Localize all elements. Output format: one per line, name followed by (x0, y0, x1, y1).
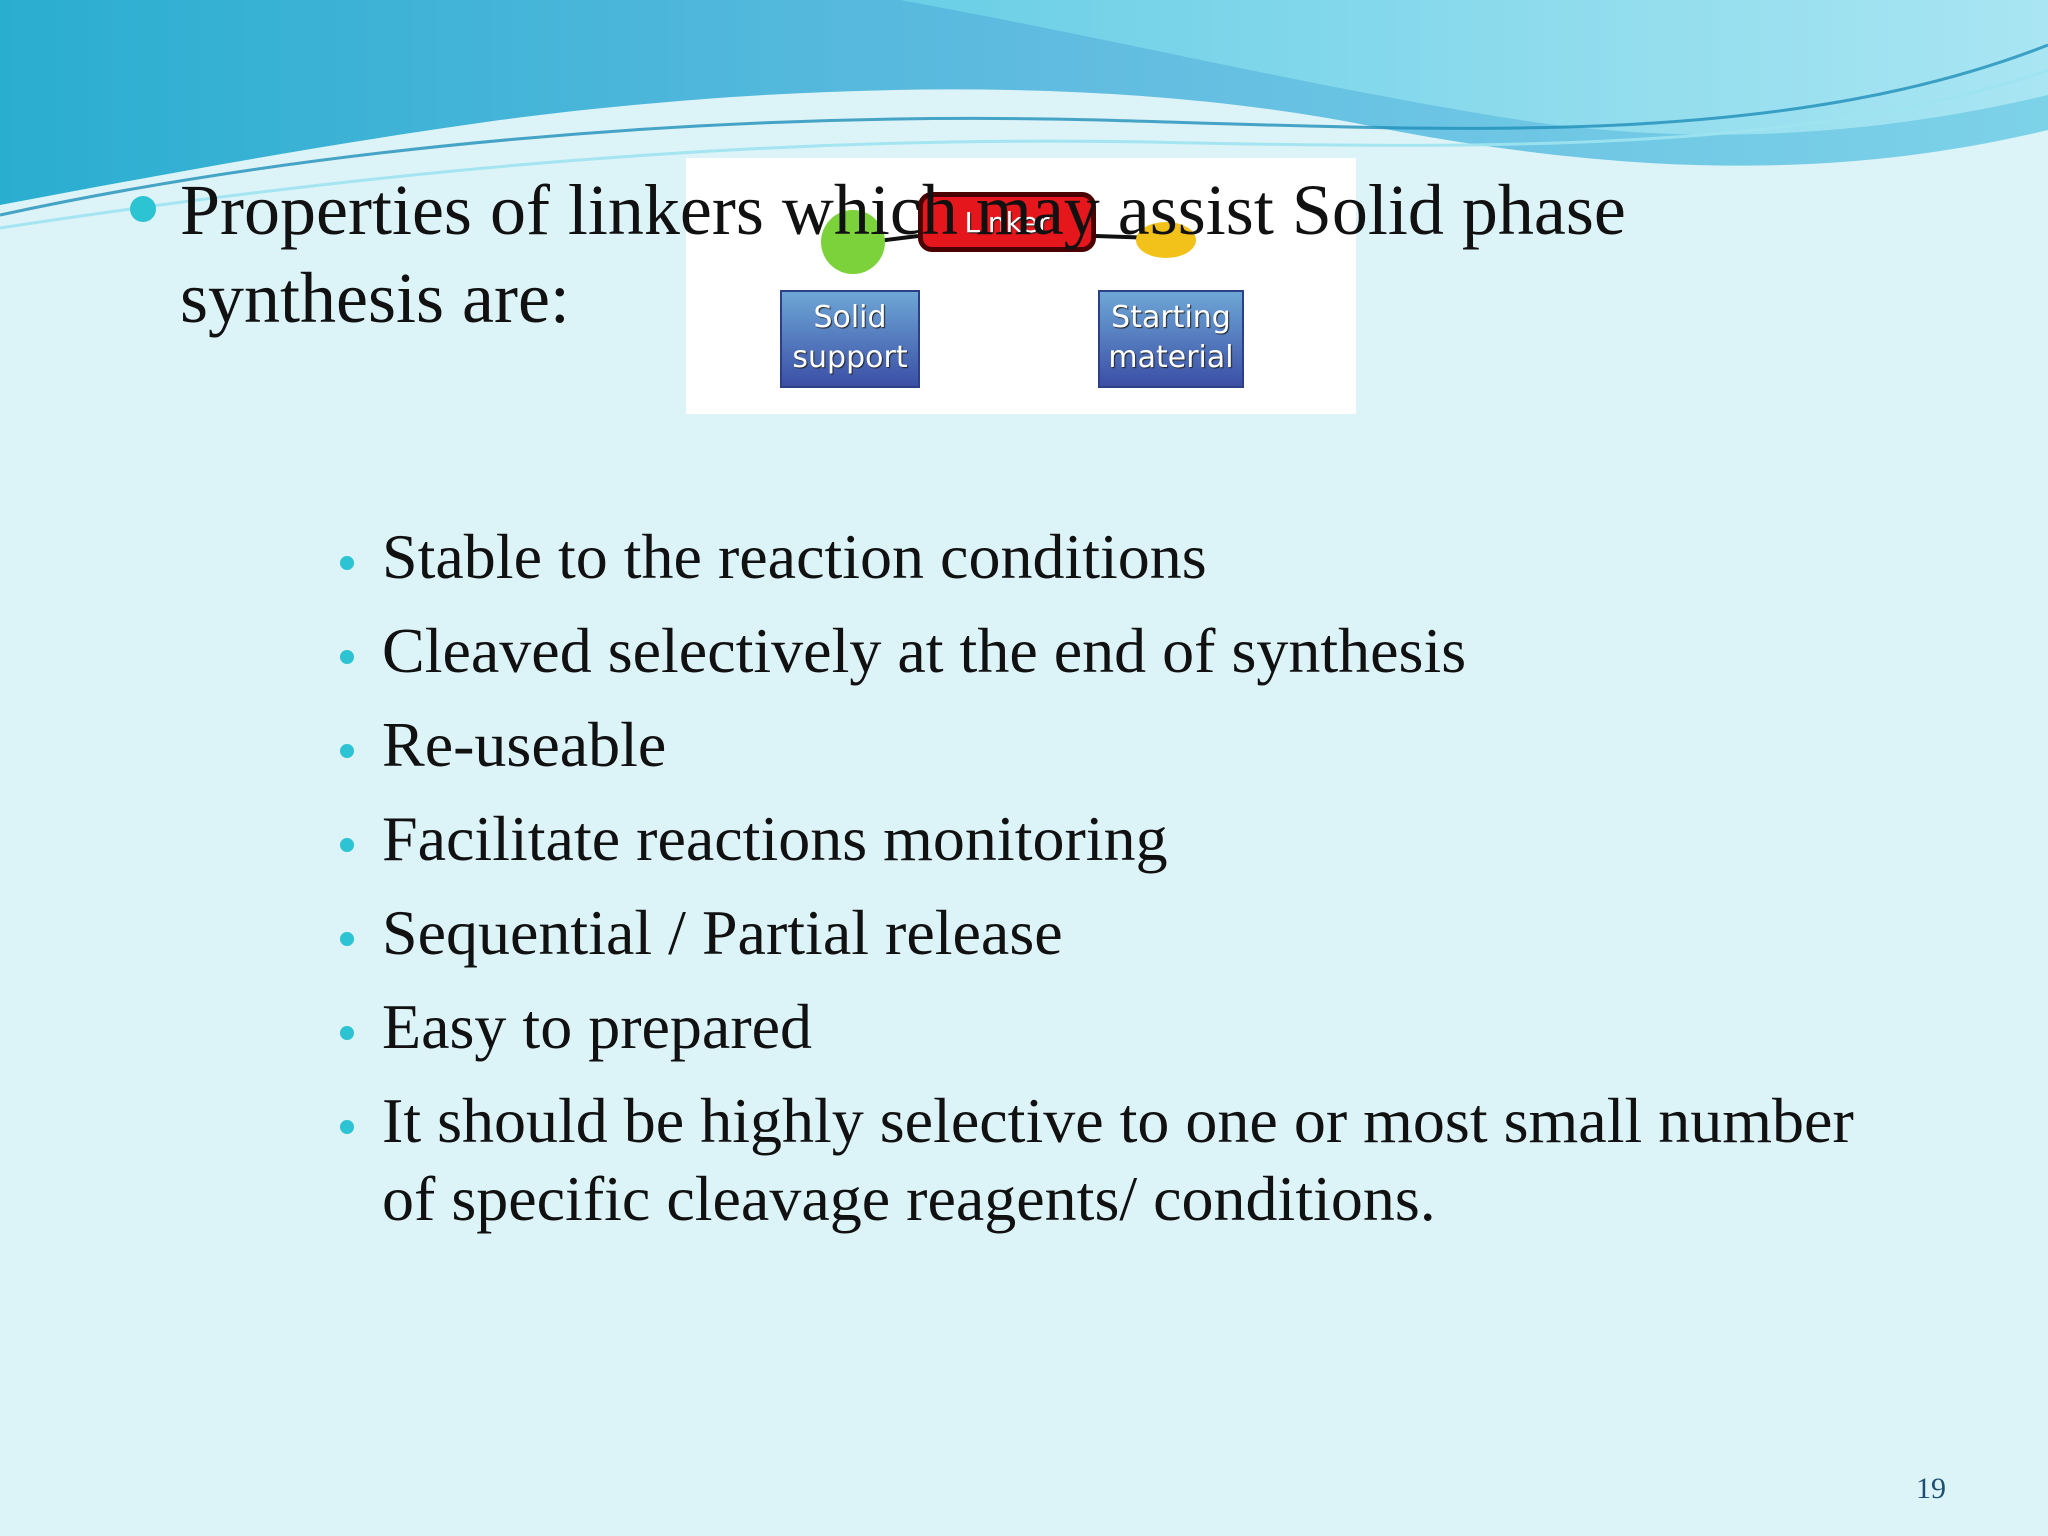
starting-material-sphere (1136, 222, 1196, 258)
solid-support-label: Solid support (780, 290, 920, 388)
page-number: 19 (1916, 1472, 1946, 1505)
sub-point: It should be highly selective to one or … (340, 1082, 1900, 1238)
sub-point-list: Stable to the reaction conditions Cleave… (340, 518, 1900, 1254)
linker-diagram: Linker Solid support Starting material (686, 158, 1356, 414)
main-point-text: Properties of linkers which may assist S… (180, 170, 1626, 338)
sub-point: Cleaved selectively at the end of synthe… (340, 612, 1900, 690)
header-waves (0, 0, 2048, 230)
bullet-icon (340, 650, 354, 664)
main-bullet-point: Properties of linkers which may assist S… (130, 166, 1890, 342)
sub-point-text: Cleaved selectively at the end of synthe… (382, 615, 1467, 686)
sub-point-text: Easy to prepared (382, 991, 813, 1062)
sub-point: Re-useable (340, 706, 1900, 784)
bullet-icon (340, 932, 354, 946)
sub-point: Facilitate reactions monitoring (340, 800, 1900, 878)
sub-point: Easy to prepared (340, 988, 1900, 1066)
sub-point-text: It should be highly selective to one or … (382, 1085, 1854, 1234)
linker-diagram-graphic (821, 210, 1196, 274)
solid-support-sphere (821, 210, 885, 274)
linker-label: Linker (918, 192, 1096, 252)
sub-point-text: Sequential / Partial release (382, 897, 1063, 968)
bullet-icon (340, 744, 354, 758)
bullet-icon (340, 1026, 354, 1040)
bullet-icon (340, 838, 354, 852)
bullet-icon (340, 556, 354, 570)
sub-point: Sequential / Partial release (340, 894, 1900, 972)
bullet-icon (130, 196, 156, 222)
sub-point-text: Re-useable (382, 709, 667, 780)
bullet-icon (340, 1120, 354, 1134)
starting-material-label: Starting material (1098, 290, 1244, 388)
sub-point: Stable to the reaction conditions (340, 518, 1900, 596)
sub-point-text: Facilitate reactions monitoring (382, 803, 1168, 874)
sub-point-text: Stable to the reaction conditions (382, 521, 1207, 592)
